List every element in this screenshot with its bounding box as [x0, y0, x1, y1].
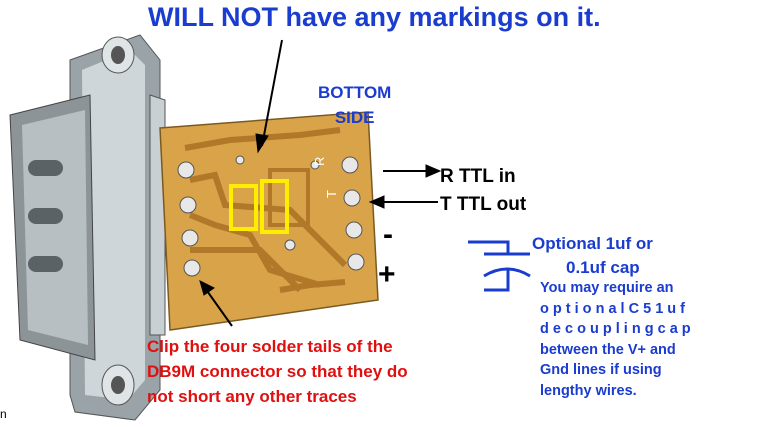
bottom-side-line: BOTTOM — [318, 83, 392, 102]
page-title: WILL NOT have any markings on it. — [148, 2, 601, 32]
note-line: Gnd lines if using — [540, 362, 662, 378]
bottom-side-line: SIDE — [334, 108, 375, 127]
note-line: lengthy wires. — [540, 382, 637, 399]
clip-note-line: not short any other traces — [147, 387, 357, 406]
plus-sign: + — [378, 258, 396, 291]
annotation-arrows — [199, 39, 442, 327]
capacitor-label-line: Optional 1uf or — [532, 234, 653, 253]
t-ttl-out-label: T TTL out — [440, 194, 527, 215]
clip-note-line: Clip the four solder tails of the — [147, 337, 393, 356]
stray-text: n — [0, 407, 7, 421]
bottom-side-label: BOTTOM SIDE — [318, 80, 391, 130]
silkscreen-r: R — [312, 157, 327, 166]
note-line: between the V+ and — [540, 341, 676, 358]
capacitor-label: Optional 1uf or 0.1uf cap — [532, 232, 653, 280]
clip-tails-note: Clip the four solder tails of the DB9M c… — [147, 334, 408, 409]
decoupling-note: You may require an o p t i o n a l C 5 1… — [540, 278, 691, 401]
r-ttl-in-label: R TTL in — [440, 166, 516, 187]
note-line: o p t i o n a l C 5 1 u f — [540, 300, 686, 317]
clip-note-line: DB9M connector so that they do — [147, 362, 408, 381]
capacitor-label-line: 0.1uf cap — [566, 258, 640, 277]
minus-sign: - — [383, 218, 393, 251]
silkscreen-t: T — [324, 190, 339, 198]
capacitor-symbol — [468, 240, 531, 292]
pcb-board — [159, 111, 379, 331]
note-line: You may require an — [540, 280, 674, 296]
note-line: d e c o u p l i n g c a p — [540, 321, 691, 337]
db9-connector — [9, 34, 166, 421]
